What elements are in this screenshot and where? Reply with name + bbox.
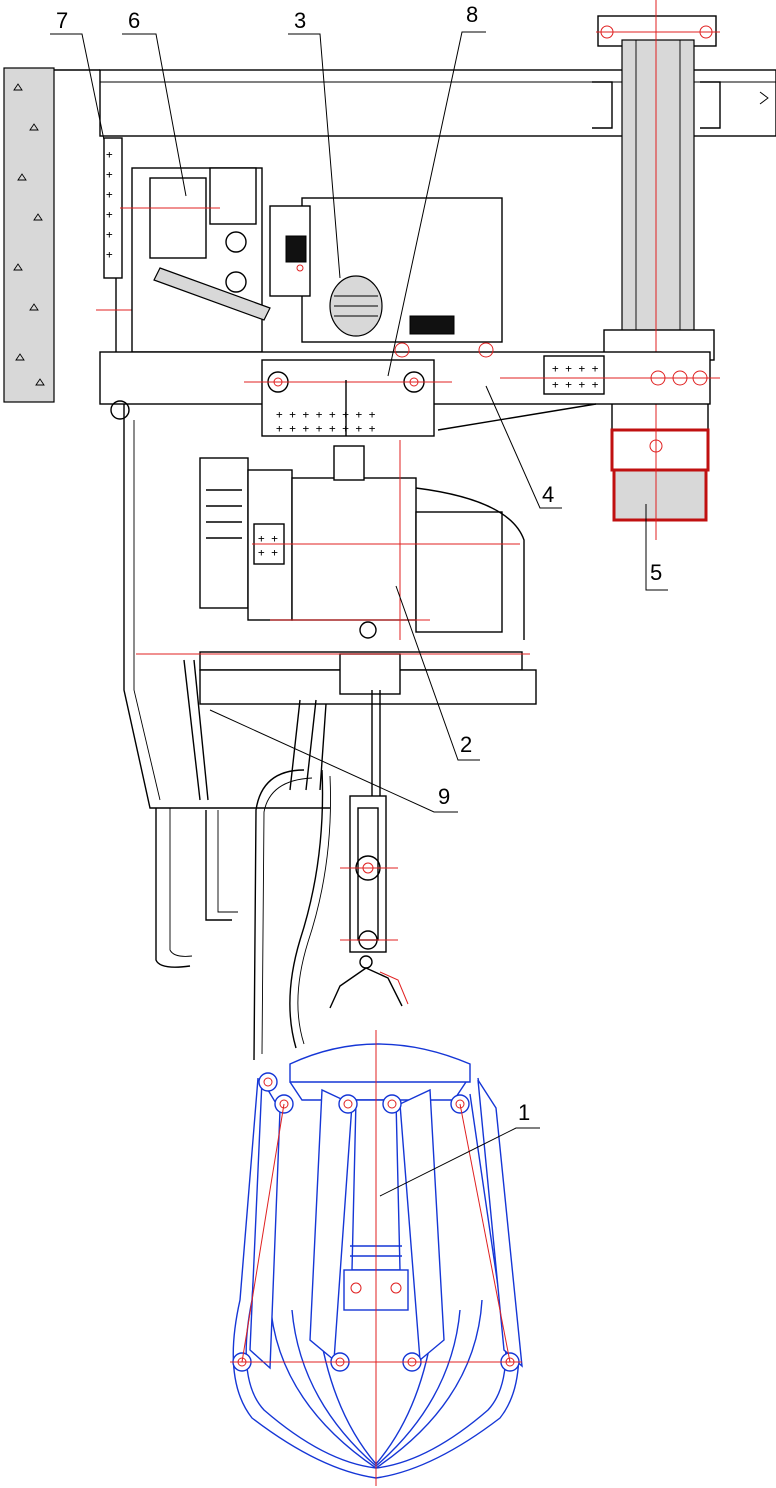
callout-1: 1 <box>379 1100 540 1197</box>
svg-text:+ + + +: + + + + <box>552 378 599 391</box>
svg-text:+ + + +: + + + + <box>552 362 599 375</box>
drive-unit <box>269 197 503 343</box>
grab <box>230 1030 523 1486</box>
callout-label-1: 1 <box>518 1100 530 1125</box>
svg-text:+: + <box>106 228 113 241</box>
callout-8: 8 <box>387 2 486 377</box>
pivot-column <box>596 0 720 540</box>
mounting-plate: + + + + + + + + + + + + + + + + <box>244 359 452 437</box>
callout-5: 5 <box>645 504 668 591</box>
svg-text:+ +: + + <box>258 532 278 545</box>
callout-label-9: 9 <box>438 784 450 809</box>
callout-label-5: 5 <box>650 560 662 585</box>
control-cabinet <box>120 167 271 353</box>
callout-label-6: 6 <box>128 8 140 33</box>
svg-text:+: + <box>106 148 113 161</box>
callout-label-3: 3 <box>294 8 306 33</box>
hanger-frame <box>123 404 330 968</box>
concrete-wall <box>3 67 55 403</box>
callout-9: 9 <box>209 709 458 813</box>
svg-text:+: + <box>106 188 113 201</box>
svg-text:+ +: + + <box>258 546 278 559</box>
svg-text:+ + + + + + + +: + + + + + + + + <box>276 422 376 435</box>
svg-text:+: + <box>106 168 113 181</box>
motor-unit: + ++ + <box>199 440 525 640</box>
callout-3: 3 <box>288 8 341 279</box>
lower-platform <box>136 619 537 705</box>
svg-text:+: + <box>106 248 113 261</box>
svg-text:+: + <box>106 208 113 221</box>
svg-text:+ + + + + + + +: + + + + + + + + <box>276 408 376 421</box>
callout-label-7: 7 <box>56 8 68 33</box>
hose-bundle <box>183 659 331 1061</box>
callout-label-8: 8 <box>466 2 478 27</box>
callout-label-2: 2 <box>460 732 472 757</box>
callout-2: 2 <box>395 585 480 761</box>
callout-7: 7 <box>50 8 105 141</box>
callout-4: 4 <box>485 385 562 509</box>
rail-ladder: + + + + + + <box>96 137 200 352</box>
callout-6: 6 <box>122 8 187 197</box>
hanging-link <box>329 690 409 1009</box>
callout-label-4: 4 <box>542 482 554 507</box>
